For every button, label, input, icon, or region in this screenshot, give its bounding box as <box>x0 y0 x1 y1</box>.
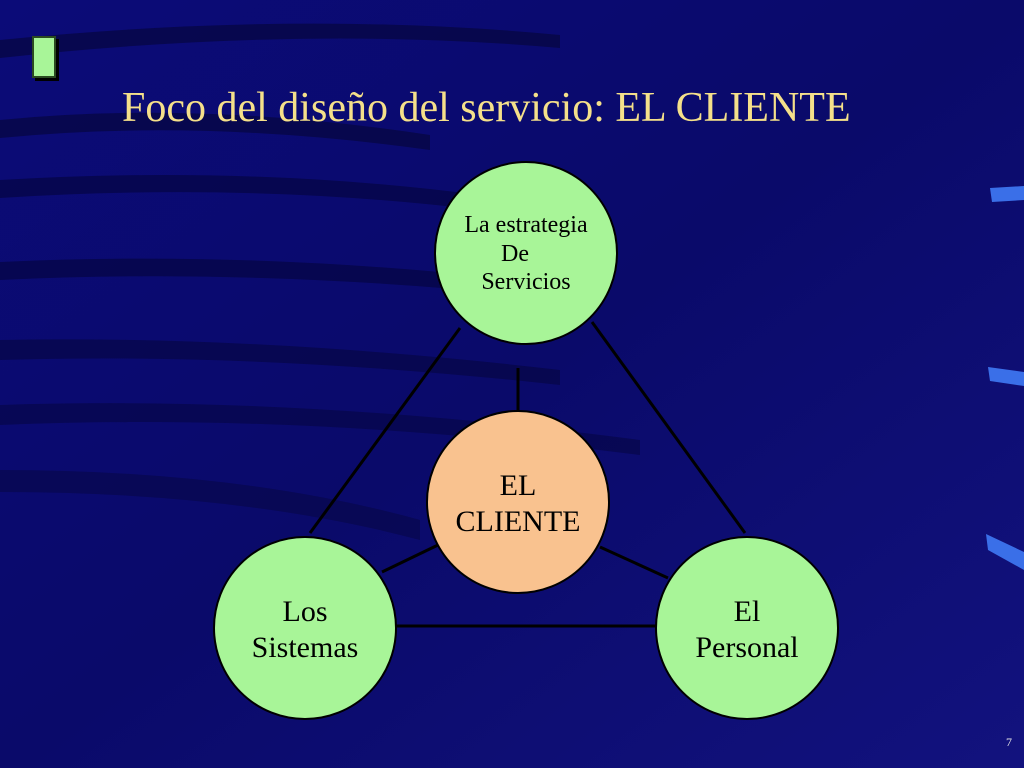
node-client-line-1: EL <box>499 469 537 502</box>
connector-strategy-staff <box>590 321 747 534</box>
node-staff-line-2: Personal <box>695 631 799 664</box>
node-systems-line-2: Sistemas <box>251 631 359 664</box>
node-systems-label: Los Sistemas <box>215 590 395 670</box>
connector-client-systems <box>381 543 439 574</box>
node-staff-label: El Personal <box>657 590 837 670</box>
node-systems <box>213 536 397 720</box>
node-staff-line-1: El <box>733 595 761 628</box>
node-staff <box>655 536 839 720</box>
page-number: 7 <box>1006 735 1012 749</box>
node-client-line-2: CLIENTE <box>455 505 581 538</box>
node-strategy-line-1: La estrategia <box>464 211 588 238</box>
connector-strategy-systems <box>308 327 462 534</box>
slide-title: Foco del diseño del servicio: EL CLIENTE <box>122 85 851 131</box>
node-strategy-line-3: Servicios <box>481 269 571 296</box>
title-bullet <box>32 36 56 78</box>
node-client-label: EL CLIENTE <box>428 464 608 544</box>
node-strategy-line-2: De <box>501 240 529 267</box>
node-client <box>426 410 610 594</box>
connector-client-staff <box>599 545 669 580</box>
node-strategy-label: La estrategia De Servicios <box>446 205 606 303</box>
node-systems-line-1: Los <box>282 595 328 628</box>
node-strategy <box>434 161 618 345</box>
